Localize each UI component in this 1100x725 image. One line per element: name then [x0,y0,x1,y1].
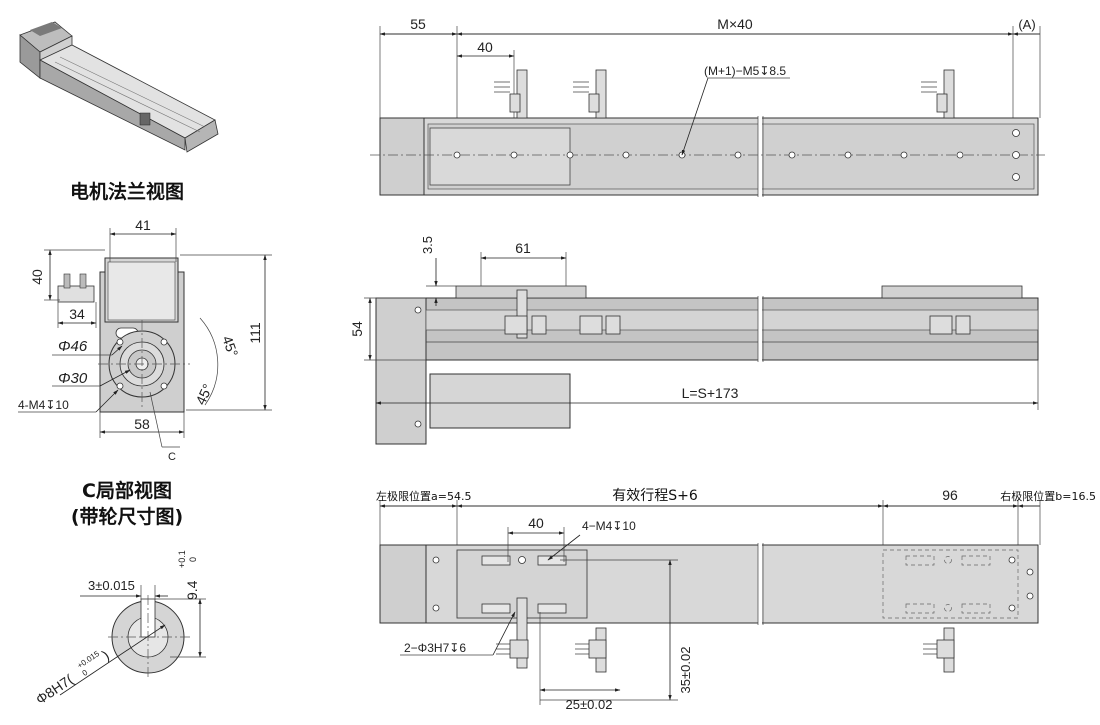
top-dim-40: 40 [477,39,493,55]
side-view [364,252,1039,445]
angle-45-lower: 45° [192,381,215,407]
bore-tol-upper: +0.015 [76,649,102,671]
top-hole-callout: (M+1)−M5↧8.5 [704,64,786,78]
dim-111: 111 [247,322,263,343]
bottom-holes-m4: 4−M4↧10 [582,519,636,533]
c-label: C [168,451,176,463]
bottom-view [379,500,1041,705]
flange-view [18,228,272,448]
bottom-dim-25: 25±0.02 [566,697,613,712]
right-limit-label: 右极限位置b=16.5 [1000,489,1096,503]
bore-tol-lower: 0 [81,668,90,678]
flange-view-title: 电机法兰视图 [70,180,184,203]
bottom-dim-96: 96 [942,487,958,503]
dim-40-vertical: 40 [29,269,45,285]
c-view-subtitle: (带轮尺寸图) [71,505,183,528]
pulley-detail [59,585,206,696]
key-depth-tol-upper: +0.1 [177,550,187,568]
top-dim-55: 55 [410,16,426,32]
isometric-product-image [19,21,219,153]
dim-phi30: Φ30 [58,370,88,387]
key-depth-dim: 9.4 [184,580,200,600]
side-dim-61: 61 [515,240,531,256]
bottom-dim-40: 40 [528,515,544,531]
key-depth-tol-lower: 0 [188,557,198,562]
bore-close: ) [99,647,112,663]
bore-dim: Φ8H7( [33,671,77,708]
side-dim-54: 54 [349,321,365,337]
dim-phi46: Φ46 [58,338,88,355]
bottom-dim-35: 35±0.02 [678,647,693,694]
dim-41: 41 [135,217,151,233]
angle-45-upper: 45° [219,334,241,359]
dim-34: 34 [69,306,85,322]
side-dim-length: L=S+173 [682,385,739,401]
top-dim-mx40: M×40 [717,16,753,32]
c-view-title: C局部视图 [82,479,172,502]
side-dim-3-5: 3.5 [420,236,435,254]
effective-stroke-label: 有效行程S+6 [612,488,698,504]
key-width-dim: 3±0.015 [88,578,135,593]
top-dim-a: (A) [1018,17,1035,32]
dim-58: 58 [134,416,150,432]
dim-4-m4: 4-M4↧10 [18,398,69,412]
left-limit-label: 左极限位置a=54.5 [376,489,471,503]
top-view [370,26,1045,197]
bottom-pins: 2−Φ3H7↧6 [404,641,466,655]
